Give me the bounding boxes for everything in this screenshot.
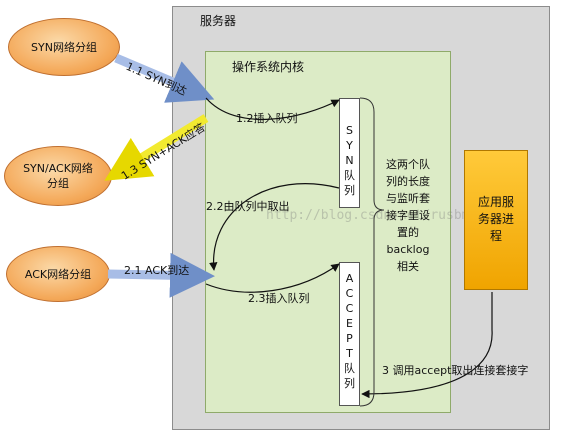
accept-queue-char: C [345,287,354,300]
syn-packet: SYN网络分组 [8,18,120,76]
synack-packet-label: 分组 [47,177,69,190]
note-line: 相关 [397,260,419,273]
label-1-2: 1.2插入队列 [236,112,298,125]
accept-queue-char: A [345,272,354,285]
queues-brace [359,97,385,407]
arrow-1-1 [114,53,215,103]
syn-queue-char: N [345,154,354,167]
server-label: 服务器 [200,14,237,28]
app-process-line: 程 [489,229,502,243]
accept-queue-char: C [345,302,354,315]
watermark: http://blog.csdn.net/rusbme/ [266,208,486,223]
note-line: 接字里设 [386,209,430,222]
arrow-2-3 [205,263,340,293]
label-2-3: 2.3插入队列 [248,292,310,305]
syn-queue: S Y N 队 列 [339,98,360,208]
arrow-1-2 [205,97,340,121]
note-line: backlog [386,243,430,256]
note-line: 列的长度 [386,175,430,188]
arrow-3 [361,292,493,399]
synack-packet-label: SYN/ACK网络 [23,162,93,175]
note-line: 这两个队 [386,158,430,171]
accept-queue-char: 列 [344,377,355,390]
app-process-box [464,150,528,290]
label-2-1: 2.1 ACK到达 [124,264,190,277]
note-line: 与监听套 [386,192,430,205]
accept-queue-char: 队 [344,362,355,375]
accept-queue-char: E [346,317,353,330]
accept-queue-char: T [346,347,353,360]
kernel-label: 操作系统内核 [232,60,305,74]
syn-packet-label: SYN网络分组 [31,40,97,54]
syn-queue-char: S [346,124,353,137]
syn-queue-char: 队 [344,169,355,182]
syn-queue-char: 列 [344,184,355,197]
accept-queue: A C C E P T 队 列 [339,262,360,406]
backlog-note: 这两个队 列的长度 与监听套 接字里设 置的 backlog 相关 [374,156,442,275]
synack-packet: SYN/ACK网络 分组 [4,146,112,206]
note-line: 置的 [397,226,419,239]
app-process-label: 应用服 务器进 程 [470,194,522,245]
syn-queue-char: Y [346,139,353,152]
ack-packet: ACK网络分组 [6,246,110,302]
arrow-2-2 [209,183,340,271]
accept-queue-char: P [346,332,353,345]
arrow-2-1 [107,252,215,298]
label-3: 3 调用accept取出连接套接字 [382,364,529,377]
arrow-1-3 [104,114,209,181]
app-process-line: 应用服 [477,195,514,209]
kernel-box [205,51,451,413]
app-process-line: 务器进 [477,212,514,226]
ack-packet-label: ACK网络分组 [24,267,92,281]
label-2-2: 2.2由队列中取出 [206,200,290,213]
